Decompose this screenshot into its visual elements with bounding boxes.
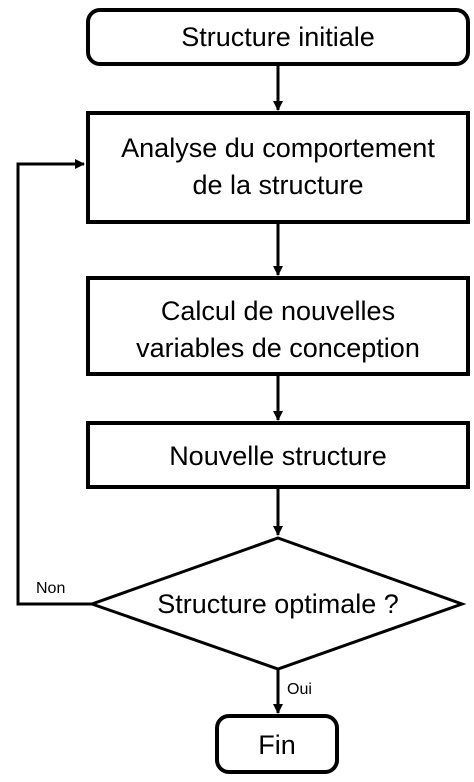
calc-label-line1: Calcul de nouvelles <box>161 296 395 326</box>
arrow-loop-back-no <box>16 159 92 606</box>
start-node: Structure initiale <box>86 8 470 66</box>
analysis-label-line1: Analyse du comportement <box>121 133 435 163</box>
end-node: Fin <box>215 714 339 774</box>
new-structure-label: Nouvelle structure <box>169 441 387 471</box>
end-label: Fin <box>258 730 296 760</box>
no-edge-label: Non <box>36 580 65 597</box>
analysis-label-line2: de la structure <box>192 170 363 200</box>
analysis-box: Analyse du comportement de la structure <box>86 111 470 224</box>
calc-label-line2: variables de conception <box>136 333 420 363</box>
yes-edge-label: Oui <box>287 681 312 698</box>
new-structure-box: Nouvelle structure <box>86 421 470 489</box>
decision-label: Structure optimale ? <box>157 589 399 619</box>
decision-diamond: Structure optimale ? <box>87 536 467 671</box>
start-label: Structure initiale <box>181 22 375 52</box>
calc-box: Calcul de nouvelles variables de concept… <box>86 276 470 376</box>
